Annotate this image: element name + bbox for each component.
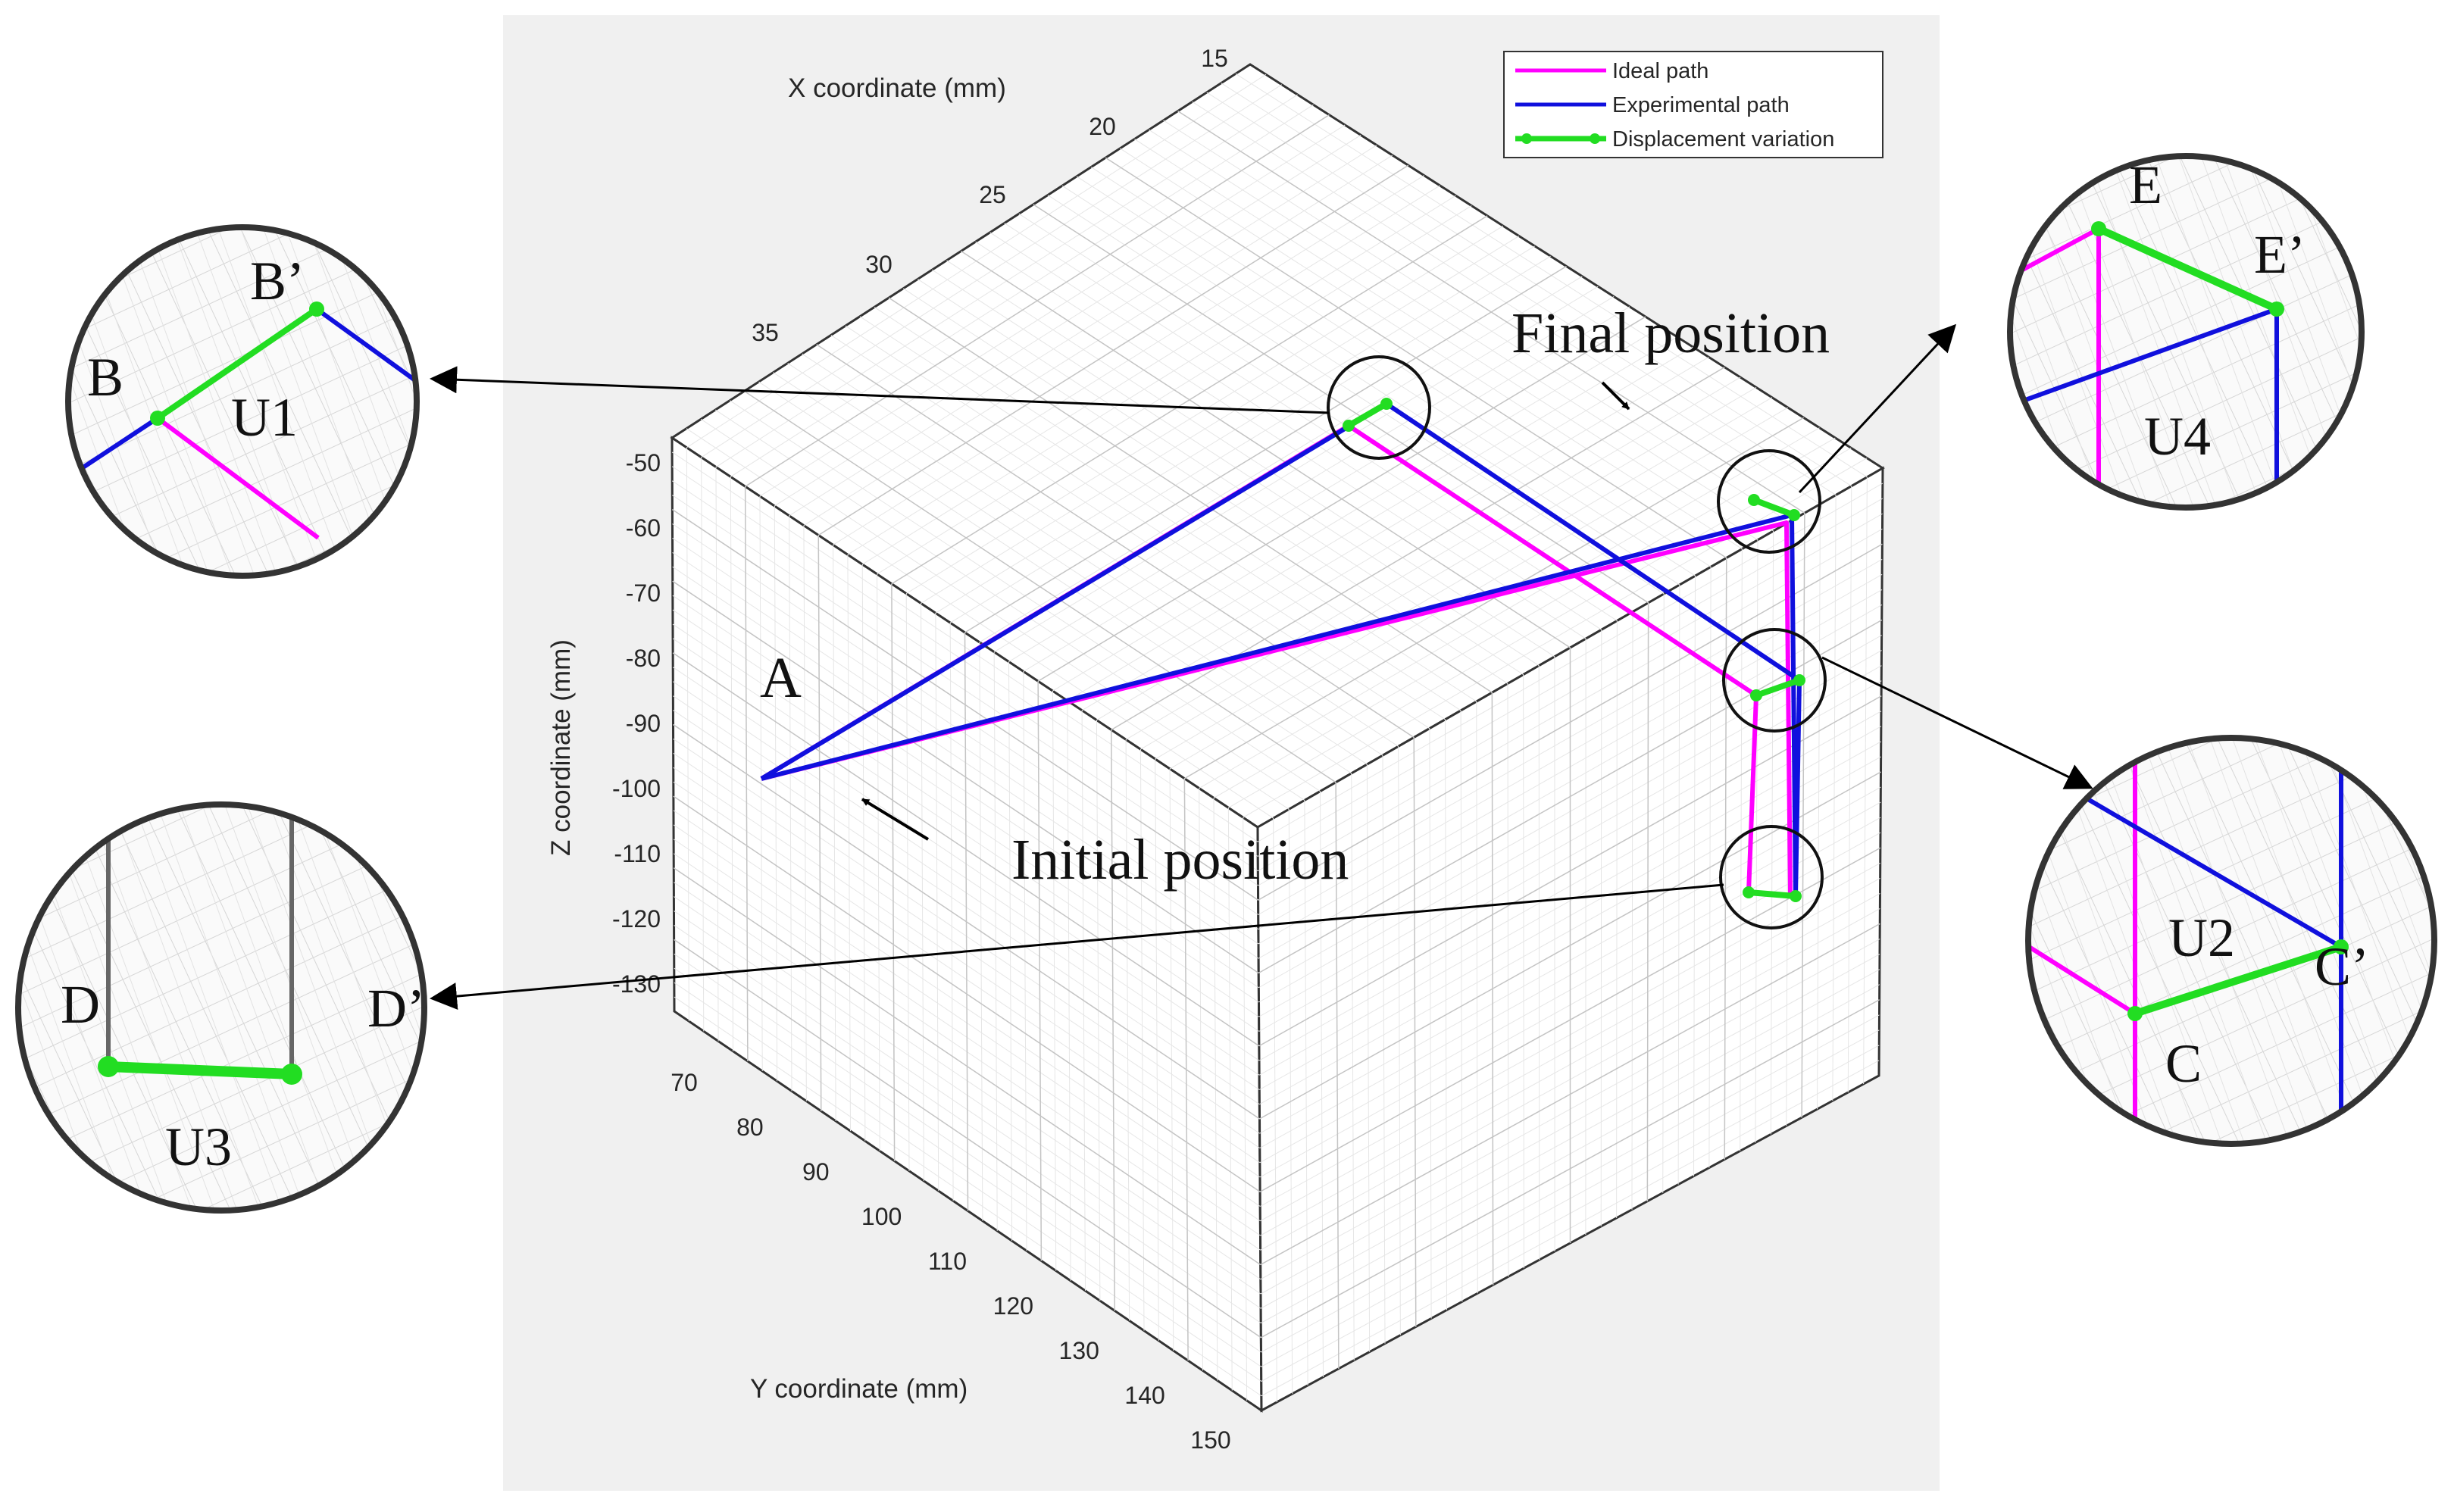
highlight-u4: [1717, 449, 1821, 554]
grid-line: [673, 723, 1260, 1120]
grid-line: [1105, 157, 1727, 559]
callout-arrow-u1: [430, 366, 1330, 414]
zoom-u1-label-ideal: B: [87, 347, 123, 408]
z-tick-label: -110: [614, 840, 661, 867]
y-tick-label: 140: [1124, 1382, 1164, 1409]
grid-line: [1261, 999, 1880, 1339]
grid-line: [1259, 771, 1881, 1120]
highlight-u2: [1722, 628, 1827, 733]
displacement-u1: [1346, 401, 1389, 429]
zoom-circle-u2: U2 C C’: [2025, 735, 2437, 1147]
zoom-u4-label-name: U4: [2144, 406, 2211, 467]
y-tick-label: 150: [1190, 1426, 1230, 1454]
x-tick-label: 30: [865, 251, 893, 278]
zoom-u1-label-name: U1: [231, 387, 298, 448]
displacement-u2: [1755, 677, 1801, 698]
x-tick-label: 20: [1089, 113, 1116, 140]
grid-line: [673, 867, 1261, 1266]
zoom-u2-label-ideal: C: [2165, 1033, 2202, 1094]
displacement-u4: [1752, 497, 1796, 518]
grid-line: [674, 939, 1261, 1339]
grid-line: [1037, 316, 1646, 682]
z-axis-label: Z coordinate (mm): [546, 639, 576, 856]
grid-line: [1111, 729, 1115, 1311]
grid-lines: [671, 73, 1883, 1402]
y-tick-label: 100: [861, 1203, 902, 1230]
experimental-path: [760, 401, 1802, 898]
zoom-circle-u1: B B’ U1: [65, 224, 420, 579]
zoom-u4-label-experimental: E’: [2254, 224, 2306, 285]
y-axis-label: Y coordinate (mm): [750, 1374, 968, 1404]
grid-line: [1646, 602, 1649, 1201]
initial-position-arrow: [861, 798, 930, 841]
callout-arrow-u2: [1821, 656, 2093, 789]
y-tick-label: 120: [993, 1292, 1033, 1320]
z-tick-label: -90: [626, 710, 661, 737]
z-tick-label: -100: [612, 775, 661, 802]
z-tick-label: -70: [626, 579, 661, 607]
grid-line: [1183, 778, 1189, 1361]
zoom-u2-label-experimental: C’: [2315, 936, 2369, 997]
start-point-label: A: [760, 646, 802, 710]
y-tick-label: 130: [1059, 1337, 1099, 1364]
highlight-u3: [1719, 825, 1824, 929]
displacement-u3: [1748, 889, 1796, 899]
grid-line: [673, 795, 1261, 1192]
legend: Ideal path Experimental path Displacemen…: [1503, 51, 1883, 158]
grid-line: [1259, 847, 1881, 1192]
y-tick-label: 110: [928, 1248, 967, 1275]
z-tick-label: -50: [626, 449, 661, 476]
grid-line: [1183, 417, 1805, 779]
zoom-circle-u3: D D’ U3: [15, 801, 427, 1214]
zoom-u2-label-name: U2: [2168, 908, 2235, 968]
zoom-u1-label-experimental: B’: [250, 251, 305, 311]
grid-line: [964, 265, 1567, 633]
grid-line: [1037, 681, 1043, 1261]
grid-line: [1111, 367, 1725, 731]
highlight-u1: [1327, 355, 1431, 460]
zoom-u3-label-name: U3: [165, 1117, 232, 1177]
callout-arrow-u4: [1798, 323, 1957, 494]
grid-line: [1260, 923, 1880, 1266]
initial-position-label: Initial position: [1011, 828, 1349, 892]
y-tick-label: 80: [736, 1114, 764, 1141]
z-tick-label: -130: [612, 970, 661, 998]
final-position-arrow: [1601, 381, 1630, 411]
zoom-u3-label-experimental: D’: [367, 978, 425, 1039]
y-tick-label: 70: [671, 1069, 698, 1096]
grid-line: [1033, 204, 1649, 604]
z-tick-label: -60: [626, 514, 661, 542]
zoom-u3-label-ideal: D: [61, 974, 100, 1035]
final-position-label: Final position: [1511, 301, 1830, 365]
x-tick-label: 25: [979, 181, 1006, 208]
callout-arrows: [430, 323, 2093, 1011]
x-tick-label: 35: [752, 319, 779, 346]
zoom-circle-u4: E E’ U4: [2007, 153, 2365, 511]
x-tick-label: 15: [1201, 45, 1228, 72]
tick-labels: 15 20 25 30 35 70 80 90 100 110 120 130 140 150 -50 -60…: [612, 45, 1231, 1454]
legend-label-experimental: Experimental path: [1612, 93, 1790, 117]
z-tick-label: -80: [626, 645, 661, 672]
highlight-circles: [1327, 355, 1827, 929]
grid-line: [1177, 110, 1805, 514]
legend-label-ideal: Ideal path: [1612, 59, 1708, 83]
y-tick-label: 90: [802, 1158, 830, 1186]
grid-line: [1801, 513, 1805, 1118]
zoom-u4-label-ideal: E: [2129, 155, 2162, 215]
displacement-segments: [1343, 398, 1805, 902]
z-tick-label: -120: [612, 905, 661, 933]
callout-arrow-u3: [430, 883, 1724, 1011]
x-axis-label: X coordinate (mm): [788, 73, 1006, 103]
legend-label-displacement: Displacement variation: [1612, 127, 1834, 152]
